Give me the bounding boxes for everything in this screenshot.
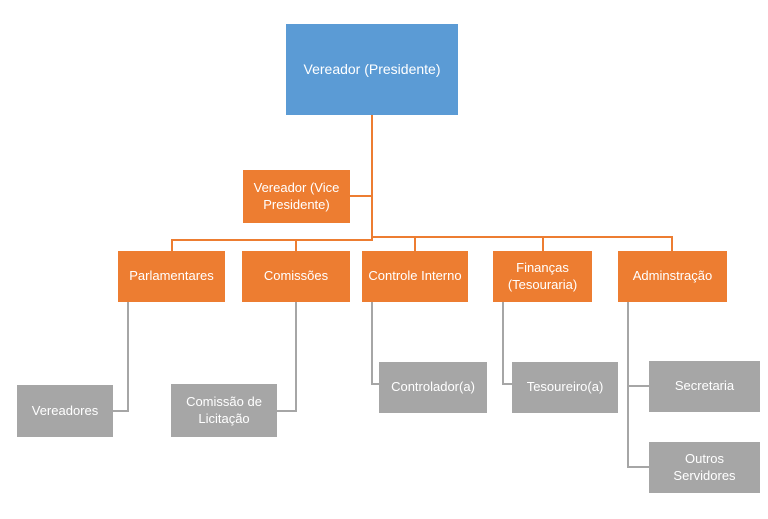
node-comissao-de-licitacao: Comissão de Licitação — [171, 384, 277, 437]
connector-tesoureiro-stub — [502, 383, 513, 385]
connector-secretaria-stub — [627, 385, 650, 387]
node-outros-servidores: Outros Servidores — [649, 442, 760, 493]
connector-comissao-licitacao-stub — [276, 410, 297, 412]
connector-controlador-stub — [371, 383, 380, 385]
connector-drop-comissoes — [295, 239, 297, 251]
node-financas-tesouraria: Finanças (Tesouraria) — [493, 251, 592, 302]
node-vice-president: Vereador (Vice Presidente) — [243, 170, 350, 223]
connector-drop-financas — [542, 236, 544, 251]
connector-drop-controle-interno — [414, 236, 416, 251]
connector-comissao-licitacao-vertical — [295, 302, 297, 412]
node-parlamentares: Parlamentares — [118, 251, 225, 302]
connector-drop-adminstracao — [671, 236, 673, 251]
node-controlador: Controlador(a) — [379, 362, 487, 413]
connector-trunk — [371, 115, 373, 241]
connector-tesoureiro-vertical — [502, 302, 504, 385]
node-vereadores: Vereadores — [17, 385, 113, 437]
connector-drop-parlamentares — [171, 239, 173, 251]
node-president: Vereador (Presidente) — [286, 24, 458, 115]
node-tesoureiro: Tesoureiro(a) — [512, 362, 618, 413]
connector-bus-right — [371, 236, 673, 238]
connector-vice-president-stub — [350, 195, 371, 197]
node-controle-interno: Controle Interno — [362, 251, 468, 302]
connector-outros-servidores-stub — [627, 466, 650, 468]
connector-vereadores-stub — [112, 410, 129, 412]
connector-controlador-vertical — [371, 302, 373, 385]
node-secretaria: Secretaria — [649, 361, 760, 412]
node-adminstracao: Adminstração — [618, 251, 727, 302]
node-comissoes: Comissões — [242, 251, 350, 302]
connector-bus-left — [171, 239, 373, 241]
connector-vereadores-vertical — [127, 302, 129, 412]
